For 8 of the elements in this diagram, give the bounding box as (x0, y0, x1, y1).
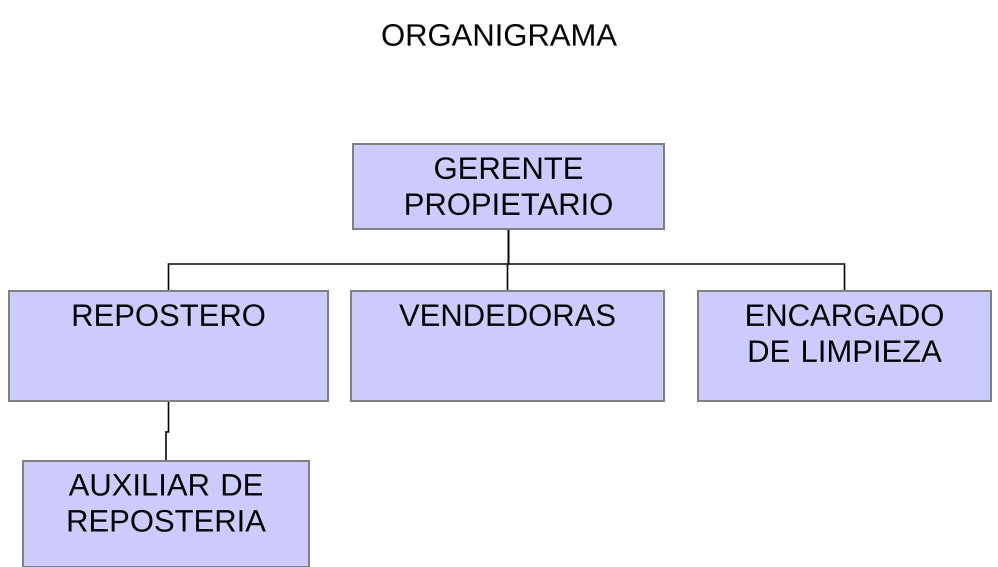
org-box: VENDEDORAS (350, 290, 665, 402)
org-box: AUXILIAR DE REPOSTERIA (22, 460, 310, 567)
org-box: ENCARGADO DE LIMPIEZA (697, 290, 992, 402)
connector (508, 230, 846, 290)
connector (165, 402, 170, 460)
org-box: REPOSTERO (8, 290, 329, 402)
title: ORGANIGRAMA (382, 24, 617, 46)
org-box: GERENTE PROPIETARIO (352, 143, 665, 230)
